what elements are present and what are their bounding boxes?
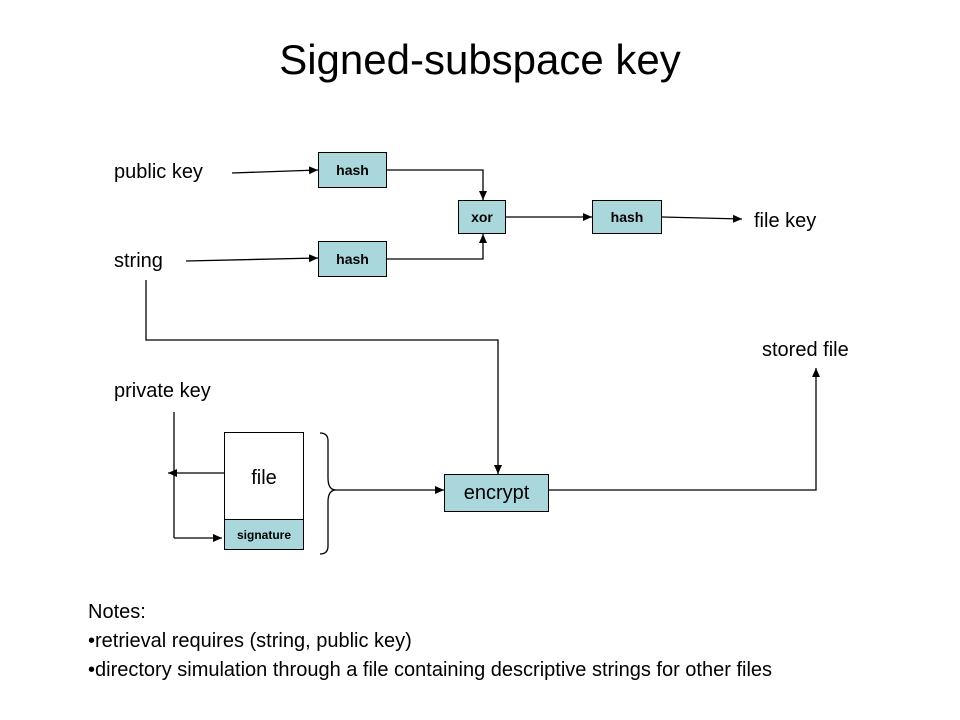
note-item: directory simulation through a file cont… <box>88 656 772 685</box>
xor-box: xor <box>458 200 506 234</box>
arrow-hash-to-xor-bottom <box>387 234 487 260</box>
arrow-hash-to-xor-top <box>387 169 487 200</box>
notes-heading: Notes: <box>88 601 146 623</box>
file-label: file <box>251 467 277 489</box>
diagram-title: Signed-subspace key <box>279 36 681 83</box>
signature-box: signature <box>224 519 304 550</box>
label-stored-file: stored file <box>762 339 849 361</box>
arrow-string-to-encrypt <box>145 280 502 474</box>
hash-box-final: hash <box>592 200 662 234</box>
arrow-string-to-hash <box>185 254 319 263</box>
file-box: file signature <box>224 432 304 550</box>
notes-section: Notes: retrieval requires (string, publi… <box>88 598 772 685</box>
label-file-key: file key <box>754 210 817 232</box>
arrow-encrypt-to-stored-file <box>549 368 820 491</box>
notes-list: retrieval requires (string, public key) … <box>88 627 772 685</box>
encrypt-box: encrypt <box>444 474 549 512</box>
arrow-hash-to-file-key <box>661 214 743 223</box>
hash-box-public-key: hash <box>318 152 387 188</box>
label-private-key: private key <box>114 380 211 402</box>
label-public-key: public key <box>114 161 203 183</box>
file-signature-brace <box>319 432 337 555</box>
label-string: string <box>114 250 163 272</box>
note-item: retrieval requires (string, public key) <box>88 627 772 656</box>
arrow-public-key-to-hash <box>231 166 319 175</box>
hash-box-string: hash <box>318 241 387 277</box>
